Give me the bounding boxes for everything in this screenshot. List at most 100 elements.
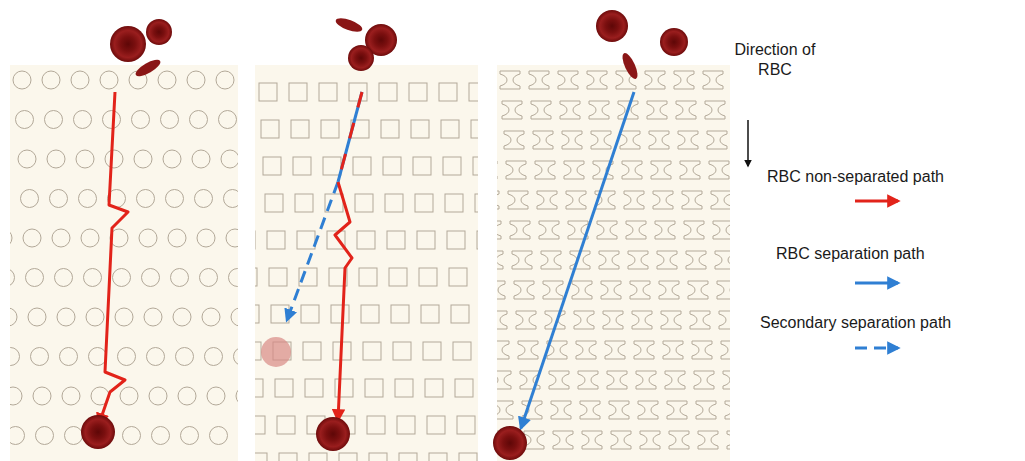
square-pillar xyxy=(277,416,295,434)
i-shape-pillar xyxy=(497,221,501,239)
circle-pillar xyxy=(173,308,191,326)
circle-pillar xyxy=(28,308,46,326)
i-shape-pillar xyxy=(715,251,730,269)
i-shape-pillar xyxy=(516,311,536,329)
circle-pillar xyxy=(152,427,170,445)
i-shape-pillar-array xyxy=(497,71,730,449)
square-pillar xyxy=(387,231,405,249)
separation-path xyxy=(521,92,634,428)
circle-pillar xyxy=(197,229,215,247)
i-shape-pillar xyxy=(497,311,507,329)
square-pillar xyxy=(297,231,315,249)
square-pillar xyxy=(449,268,467,286)
square-pillar xyxy=(339,453,357,461)
square-pillar xyxy=(289,83,307,101)
circle-pillar xyxy=(10,229,12,247)
i-shape-pillar xyxy=(553,431,573,449)
i-shape-pillar xyxy=(578,371,598,389)
legend-text: Secondary separation path xyxy=(760,313,951,333)
i-shape-pillar xyxy=(497,251,503,269)
circle-pillar xyxy=(210,427,228,445)
square-pillar xyxy=(379,83,397,101)
square-pillar xyxy=(459,453,477,461)
i-shape-pillar xyxy=(725,401,730,419)
i-shape-pillar xyxy=(541,251,561,269)
i-shape-pillar xyxy=(659,281,679,299)
circle-pillar xyxy=(219,111,237,129)
i-shape-pillar xyxy=(497,401,513,419)
square-pillar xyxy=(301,305,319,323)
circle-pillar xyxy=(10,348,20,366)
square-pillar xyxy=(363,342,381,360)
i-shape-pillar xyxy=(692,341,712,359)
circle-pillar xyxy=(221,150,238,168)
panel-background xyxy=(255,65,478,461)
circle-pillar xyxy=(31,348,49,366)
i-shape-pillar xyxy=(607,371,627,389)
legend-dashed-arrow xyxy=(855,347,898,350)
circle-pillar xyxy=(168,229,186,247)
square-pillar xyxy=(319,83,337,101)
square-pillar xyxy=(303,342,321,360)
i-shape-pillar xyxy=(537,191,557,209)
i-shape-pillar xyxy=(638,401,658,419)
square-pillar xyxy=(477,231,478,249)
circle-pillar xyxy=(79,190,97,208)
circle-pillar xyxy=(62,387,80,405)
circle-pillar xyxy=(23,229,41,247)
panel-background xyxy=(497,65,730,461)
circle-pillar xyxy=(224,190,239,208)
circle-pillar xyxy=(234,348,239,366)
direction-arrow xyxy=(747,120,749,166)
i-shape-pillar xyxy=(626,221,646,239)
i-shape-pillar xyxy=(514,281,534,299)
circle-pillar xyxy=(13,71,31,89)
i-shape-pillar xyxy=(597,221,617,239)
i-shape-pillar xyxy=(651,161,671,179)
circle-pillar xyxy=(139,229,157,247)
square-pillar xyxy=(305,379,323,397)
circle-pillar xyxy=(120,387,138,405)
i-shape-pillar xyxy=(589,101,609,119)
non-separated-path xyxy=(99,92,128,424)
i-shape-pillar xyxy=(560,101,580,119)
red-blood-cells xyxy=(81,10,688,460)
i-shape-pillar xyxy=(624,191,644,209)
circle-pillar xyxy=(81,229,99,247)
circle-pillar xyxy=(142,269,160,287)
i-shape-pillar xyxy=(609,401,629,419)
i-shape-pillar xyxy=(682,191,702,209)
i-shape-pillar xyxy=(582,431,602,449)
circle-pillar xyxy=(45,111,63,129)
i-shape-pillar xyxy=(649,131,669,149)
i-shape-pillar xyxy=(653,191,673,209)
circle-pillar xyxy=(190,111,208,129)
legend-text: RBC separation path xyxy=(776,244,925,264)
square-pillar xyxy=(469,83,478,101)
circle-pillar xyxy=(89,348,107,366)
i-shape-pillar xyxy=(601,281,621,299)
square-pillar xyxy=(275,379,293,397)
circle-pillar xyxy=(200,269,218,287)
circle-pillar xyxy=(231,308,238,326)
square-pillar xyxy=(267,231,285,249)
square-pillar xyxy=(293,157,311,175)
i-shape-pillar xyxy=(723,371,730,389)
i-shape-pillar xyxy=(549,371,569,389)
i-shape-pillar xyxy=(667,401,687,419)
i-shape-pillar xyxy=(518,341,538,359)
i-shape-pillar xyxy=(703,71,723,89)
square-pillar xyxy=(385,194,403,212)
square-pillar xyxy=(475,194,478,212)
i-shape-pillar xyxy=(628,251,648,269)
circle-pillar xyxy=(113,269,131,287)
i-shape-pillar xyxy=(709,161,729,179)
circle-pillar xyxy=(207,387,225,405)
i-shape-pillar xyxy=(497,371,511,389)
square-pillar xyxy=(255,416,265,434)
square-pillar xyxy=(353,157,371,175)
i-shape-pillar xyxy=(562,131,582,149)
i-shape-pillar xyxy=(669,431,689,449)
i-shape-pillar xyxy=(535,161,555,179)
